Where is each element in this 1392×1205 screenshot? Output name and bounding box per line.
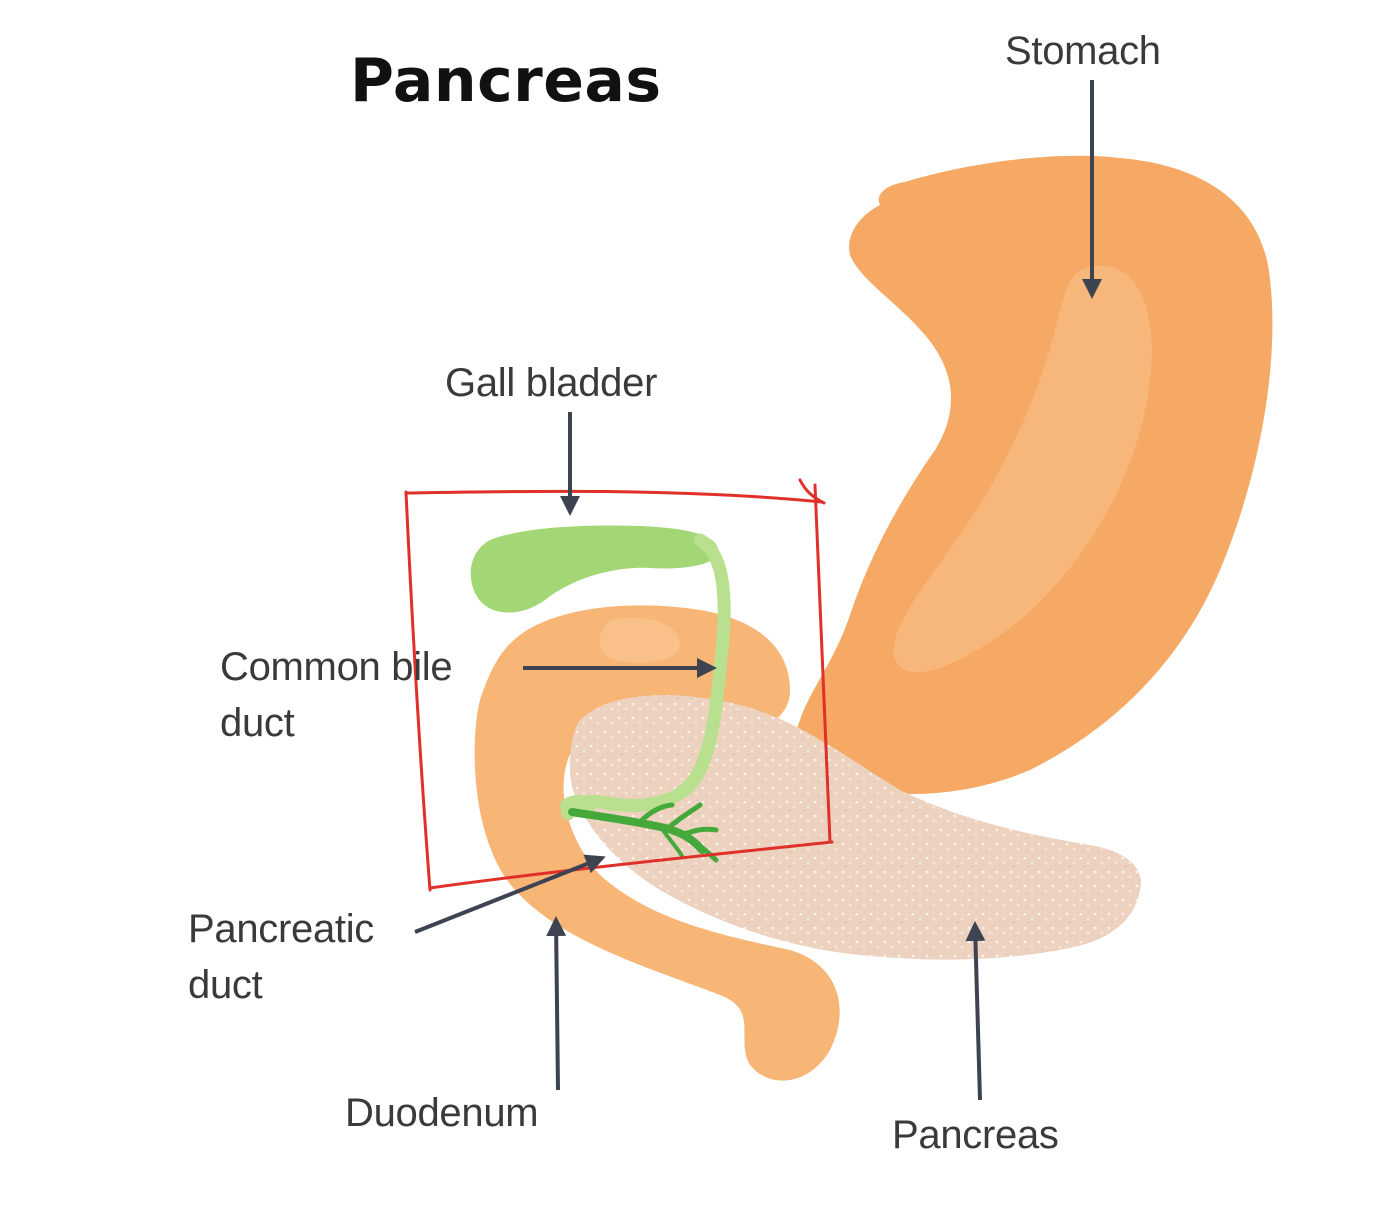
gall-bladder-label: Gall bladder <box>445 361 658 405</box>
common-bile-duct-label-line2: duct <box>220 701 295 745</box>
annotation-box <box>404 478 834 892</box>
common-bile-duct-label-line1: Common bile <box>220 645 453 689</box>
pancreas-texture <box>570 695 1141 960</box>
duodenum-arrow <box>546 916 567 1091</box>
duodenum-highlight <box>599 617 680 663</box>
stomach-highlight <box>893 265 1152 673</box>
stomach-label: Stomach <box>1005 29 1161 73</box>
pancreatic-duct-label-line1: Pancreatic <box>188 907 374 951</box>
label-arrows <box>414 80 1102 1101</box>
common-bile-duct-shape <box>561 533 731 821</box>
pancreatic-duct-shape <box>568 802 719 863</box>
pancreas-label: Pancreas <box>892 1113 1059 1157</box>
pancreas-arrow <box>965 921 986 1101</box>
pancreatic-duct-arrow <box>414 854 606 934</box>
gall-bladder-shape <box>470 525 719 613</box>
duodenum-label: Duodenum <box>345 1091 539 1135</box>
diagram-title: Pancreas <box>350 46 662 116</box>
pancreatic-duct-label-line2: duct <box>188 963 263 1007</box>
